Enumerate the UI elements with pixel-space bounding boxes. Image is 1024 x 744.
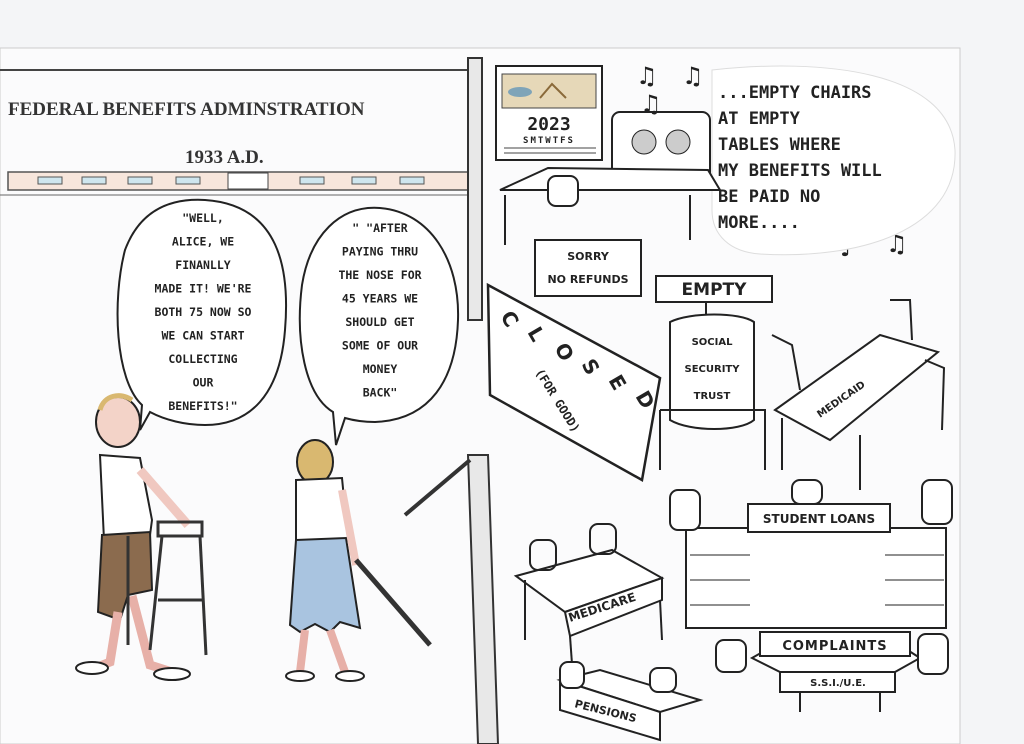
svg-text:♫: ♫ (886, 230, 908, 258)
empty-trust-tank: EMPTY SOCIAL SECURITY TRUST (655, 275, 773, 470)
old-man-figure (75, 393, 208, 681)
medicaid-table: MEDICAID (771, 299, 946, 490)
speech-line: BENEFITS!" (168, 399, 237, 413)
calendar-days: SMTWTFS (523, 136, 575, 146)
student-loans-desk: STUDENT LOANS (669, 479, 953, 629)
divider-wall (403, 57, 500, 744)
student-loans-label: STUDENT LOANS (763, 512, 875, 526)
speech-line: MADE IT! WE'RE (155, 282, 252, 296)
speech-line: BOTH 75 NOW SO (155, 305, 252, 319)
speech-line: OUR (193, 376, 214, 390)
empty-desk (499, 166, 722, 245)
speech-line: MORE.... (718, 213, 800, 233)
radio-speech-text: ...EMPTY CHAIRS AT EMPTY TABLES WHERE MY BE… (718, 83, 882, 233)
speech-line: 45 YEARS WE (342, 292, 418, 306)
wall-calendar: 2023 SMTWTFS (495, 65, 603, 161)
speech-line: THE NOSE FOR (338, 268, 421, 282)
speech-line: AT EMPTY (718, 109, 801, 129)
speech-line: "WELL, (182, 211, 224, 225)
empty-label: EMPTY (682, 280, 748, 300)
trust-line1: SOCIAL (692, 337, 734, 348)
no-refunds-sign: SORRY NO REFUNDS (534, 239, 642, 297)
speech-line: TABLES WHERE (718, 135, 841, 155)
calendar-year: 2023 (527, 114, 570, 135)
speech-line: ...EMPTY CHAIRS (718, 83, 872, 103)
woman-speech-bubble (298, 206, 460, 446)
speech-line: SOME OF OUR (342, 339, 418, 353)
svg-text:♫: ♫ (640, 90, 662, 118)
medicare-table: MEDICARE (513, 523, 665, 665)
pensions-table: PENSIONS (556, 661, 704, 742)
radio-speech-bubble (711, 65, 956, 256)
complaints-table: COMPLAINTS S.S.I./U.E. (715, 631, 949, 712)
speech-line: COLLECTING (168, 352, 237, 366)
svg-text:♫: ♫ (636, 62, 658, 90)
speech-line: MY BENEFITS WILL (718, 161, 882, 181)
speech-line: BACK" (363, 386, 398, 400)
speech-line: SHOULD GET (345, 315, 414, 329)
man-speech-bubble (116, 198, 288, 431)
speech-line: FINANLLY (175, 258, 230, 272)
speech-line: MONEY (363, 362, 398, 376)
agency-title: FEDERAL BENEFITS ADMINSTRATION (8, 99, 365, 120)
left-panel: FEDERAL BENEFITS ADMINSTRATION 1933 A.D.… (0, 69, 469, 682)
ssiue-label: S.S.I./U.E. (810, 678, 866, 689)
no-refunds-line2: NO REFUNDS (547, 273, 628, 286)
speech-line: " "AFTER (352, 221, 407, 235)
light-switch (227, 172, 269, 190)
no-refunds-line1: SORRY (567, 250, 610, 263)
woman-speech-text: " "AFTER PAYING THRU THE NOSE FOR 45 YEARS … (338, 221, 421, 400)
old-woman-figure (285, 439, 432, 682)
year-1933: 1933 A.D. (185, 147, 264, 168)
svg-text:♫: ♫ (682, 62, 704, 90)
speech-line: ALICE, WE (172, 235, 234, 249)
speech-line: WE CAN START (161, 329, 244, 343)
trust-line2: SECURITY (685, 364, 741, 375)
trust-line3: TRUST (694, 391, 731, 402)
speech-line: PAYING THRU (342, 245, 418, 259)
complaints-label: COMPLAINTS (782, 639, 887, 654)
man-speech-text: "WELL, ALICE, WE FINANLLY MADE IT! WE'RE BOT… (155, 211, 252, 413)
speech-line: BE PAID NO (718, 187, 820, 207)
